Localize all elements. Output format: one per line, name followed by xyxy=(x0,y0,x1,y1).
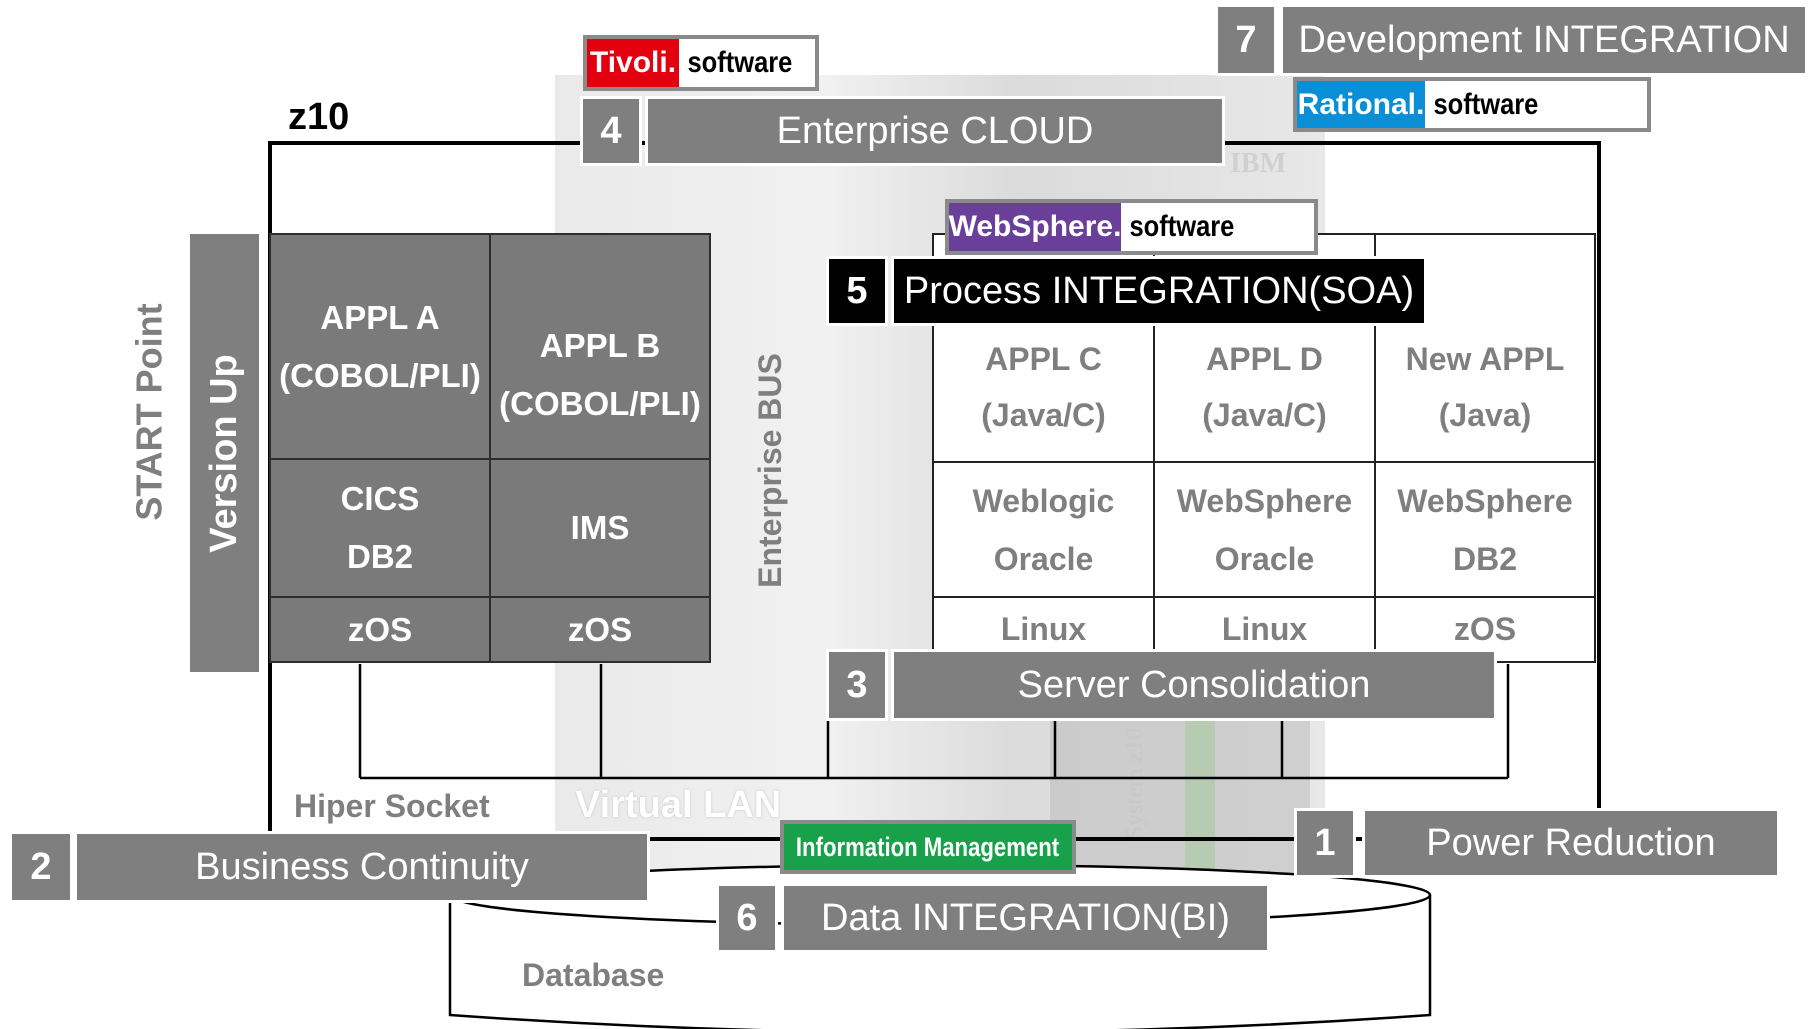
rational-logo: Rational. software xyxy=(1293,77,1651,132)
zos-b-cell: zOS xyxy=(489,596,711,663)
step-3-label: Server Consolidation xyxy=(891,649,1497,721)
tivoli-logo: Tivoli. software xyxy=(583,35,819,91)
appl-b-cell: APPL B(COBOL/PLI) xyxy=(489,233,711,460)
step-5-label: Process INTEGRATION(SOA) xyxy=(891,256,1427,326)
z10-title: z10 xyxy=(288,96,350,138)
appl-a-cell: APPL A(COBOL/PLI) xyxy=(269,233,491,460)
step-7-label: Development INTEGRATION xyxy=(1280,4,1808,76)
step-6-label: Data INTEGRATION(BI) xyxy=(781,883,1270,953)
step-5-number: 5 xyxy=(826,256,888,326)
virtual-lan-label: Virtual LAN xyxy=(575,784,782,826)
step-1-label: Power Reduction xyxy=(1362,808,1780,878)
zos-a-cell: zOS xyxy=(269,596,491,663)
ims-cell: IMS xyxy=(489,458,711,598)
step-2-number: 2 xyxy=(9,831,73,903)
ibm-watermark: IBM xyxy=(1230,148,1286,179)
enterprise-bus-label: Enterprise BUS xyxy=(751,352,788,588)
hiper-socket-label: Hiper Socket xyxy=(294,788,490,824)
information-management-logo: Information Management xyxy=(780,820,1076,874)
version-up-bar: Version Up xyxy=(190,234,259,672)
step-7-number: 7 xyxy=(1215,4,1277,76)
step-2-label: Business Continuity xyxy=(74,831,650,903)
step-4-number: 4 xyxy=(580,96,642,166)
step-1-number: 1 xyxy=(1294,808,1356,878)
database-label: Database xyxy=(522,957,665,993)
step-6-number: 6 xyxy=(716,883,778,953)
step-4-label: Enterprise CLOUD xyxy=(645,96,1225,166)
step-3-number: 3 xyxy=(826,649,888,721)
websphere-logo: WebSphere. software xyxy=(945,199,1318,255)
